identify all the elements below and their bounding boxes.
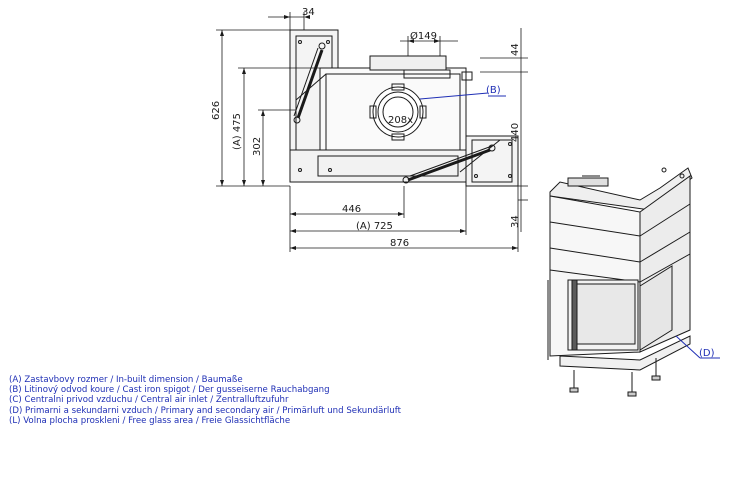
- dim-446: 446: [342, 204, 361, 215]
- callout-b-label: (B): [486, 85, 501, 96]
- dimension-arrows: [220, 15, 518, 250]
- stove-perspective: [547, 167, 693, 397]
- legend-item-l: (L) Volna plocha proskleni / Free glass …: [9, 415, 291, 426]
- dim-44: 44: [510, 43, 521, 56]
- dimension-lines: [216, 12, 528, 252]
- callout-b-leader: [419, 92, 489, 100]
- dim-725: (A) 725: [356, 221, 393, 232]
- dim-440: 440: [510, 123, 521, 142]
- legend-item-a: (A) Zastavbovy rozmer / In-built dimensi…: [9, 375, 243, 385]
- dim-34-right: 34: [510, 215, 521, 228]
- legend-item-b: (B) Litinový odvod koure / Cast iron spi…: [9, 385, 330, 396]
- dim-spigot-diameter: Ø149: [410, 30, 437, 42]
- dim-34-top: 34: [302, 7, 315, 18]
- dim-302: 302: [252, 137, 263, 156]
- top-view: [289, 29, 519, 187]
- dim-626: 626: [211, 101, 222, 120]
- dim-475: (A) 475: [232, 113, 243, 150]
- legend-item-d: (D) Primarni a sekundarni vzduch / Prima…: [9, 405, 402, 416]
- flue-size-label: 208x: [388, 115, 413, 126]
- legend-item-c: (C) Centralni privod vzduchu / Central a…: [9, 395, 289, 406]
- callout-d-label: (D): [699, 348, 715, 359]
- legend: (A) Zastavbovy rozmer / In-built dimensi…: [9, 375, 401, 426]
- dim-876: 876: [390, 238, 409, 249]
- callout-d-leader: [675, 335, 701, 359]
